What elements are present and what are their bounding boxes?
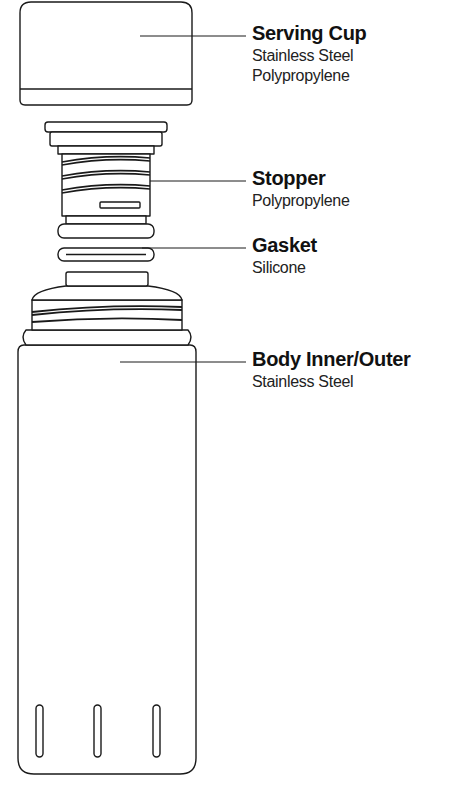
stopper-notch: [100, 202, 140, 208]
stopper-cap: [50, 132, 162, 146]
body-neck: [66, 272, 148, 286]
part-name: Gasket: [252, 234, 317, 257]
leader-line: [120, 362, 246, 363]
stopper-lower: [66, 216, 146, 224]
cup-rim-line: [20, 88, 192, 89]
body-thread-section: [32, 300, 182, 330]
body-ring: [23, 330, 191, 345]
leader-line: [140, 36, 246, 37]
body-thread: [32, 318, 182, 322]
stopper-thread: [62, 188, 150, 193]
stopper-thread-body: [62, 154, 150, 216]
material-name: Silicone: [252, 259, 306, 277]
body-slot: [36, 705, 43, 757]
body-thread: [32, 309, 182, 315]
serving-cup: [20, 2, 192, 105]
stopper-top: [45, 122, 167, 132]
stopper-thread: [62, 160, 150, 165]
stopper-neck: [58, 146, 154, 154]
leader-line: [150, 181, 246, 182]
body-shoulder: [32, 286, 182, 300]
part-name: Body Inner/Outer: [252, 348, 411, 371]
leader-line: [142, 248, 246, 249]
gasket-inner-line: [66, 254, 146, 255]
stopper-bottom-ring: [58, 224, 154, 238]
part-name: Stopper: [252, 167, 325, 190]
part-name: Serving Cup: [252, 22, 367, 45]
gasket-ring: [58, 248, 154, 261]
stopper-thread: [62, 174, 150, 179]
body-slot: [153, 705, 160, 757]
material-name: Stainless Steel: [252, 373, 353, 391]
material-name: Polypropylene: [252, 192, 350, 210]
material-name: Stainless Steel: [252, 47, 353, 65]
body-slot: [94, 705, 101, 757]
body-outer: [18, 345, 196, 774]
material-name: Polypropylene: [252, 67, 350, 85]
